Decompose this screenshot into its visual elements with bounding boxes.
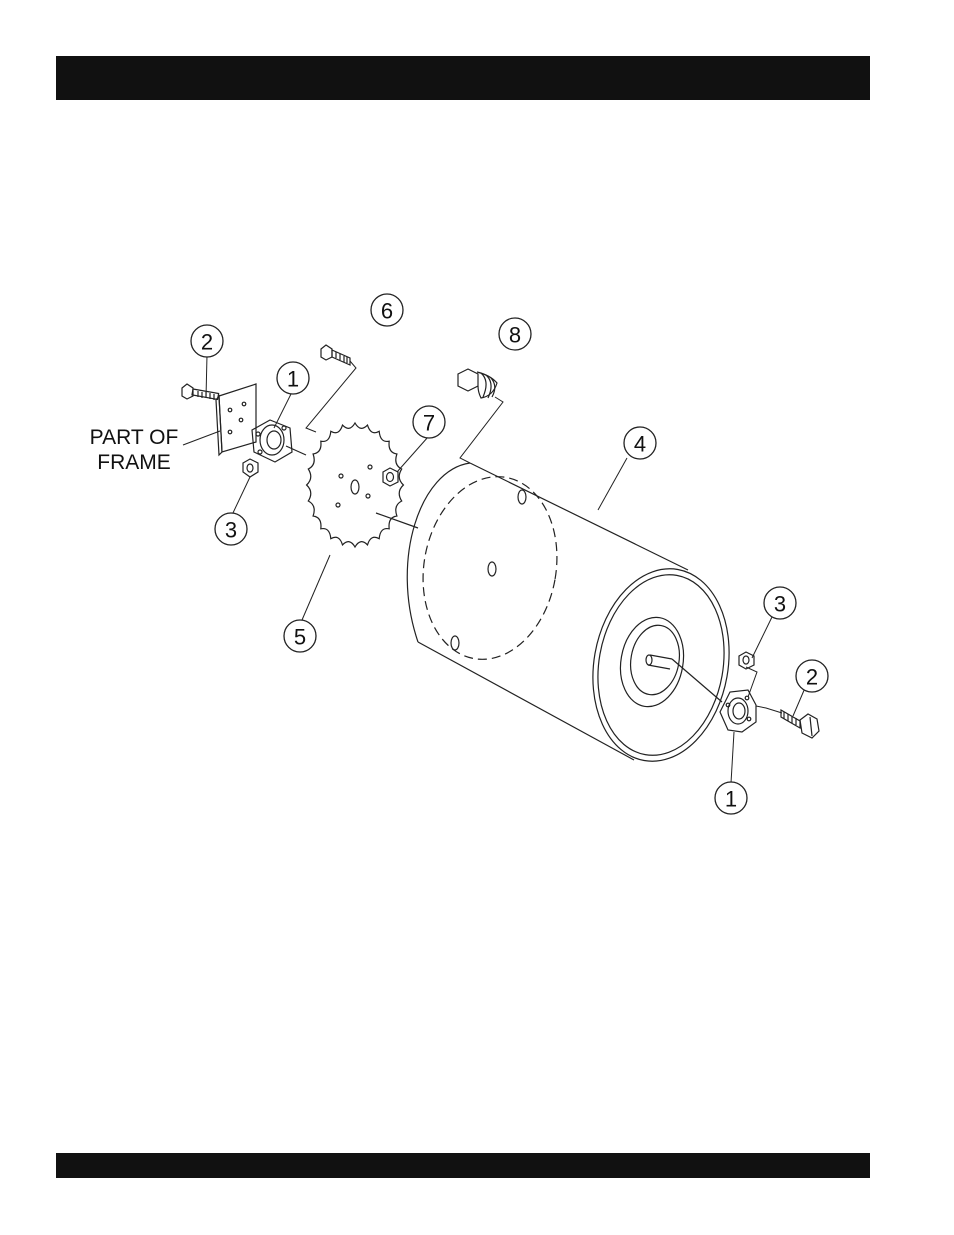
callout-6-number: 6 (381, 299, 393, 324)
callout-2-right-number: 2 (806, 665, 818, 690)
callout-5-number: 5 (294, 625, 306, 650)
nut-left (243, 459, 258, 477)
bearing-left (252, 420, 306, 462)
frame-plate (216, 384, 256, 455)
plug-fitting (458, 369, 497, 398)
callout-3-left-number: 3 (225, 518, 237, 543)
nut-right (739, 652, 754, 669)
callout-1-left-number: 1 (287, 367, 299, 392)
drum-roller (407, 463, 744, 772)
callout-8-number: 8 (509, 323, 521, 348)
sprocket-nut (383, 468, 398, 486)
sprocket-bolt (321, 345, 350, 365)
callout-7-number: 7 (423, 411, 435, 436)
callout-1-right-number: 1 (725, 787, 737, 812)
bearing-right (720, 690, 756, 732)
sprocket (307, 423, 418, 547)
bolt-left (182, 384, 219, 400)
frame-label-line1: PART OF (90, 426, 179, 449)
callout-3-right-number: 3 (774, 592, 786, 617)
callouts: 1 2 3 4 5 6 7 8 3 2 1 (191, 294, 828, 814)
bolt-right (781, 710, 819, 738)
callout-2-left-number: 2 (201, 330, 213, 355)
frame-label: PART OF FRAME (90, 426, 179, 474)
callout-4-number: 4 (634, 432, 646, 457)
frame-label-line2: FRAME (97, 451, 171, 474)
